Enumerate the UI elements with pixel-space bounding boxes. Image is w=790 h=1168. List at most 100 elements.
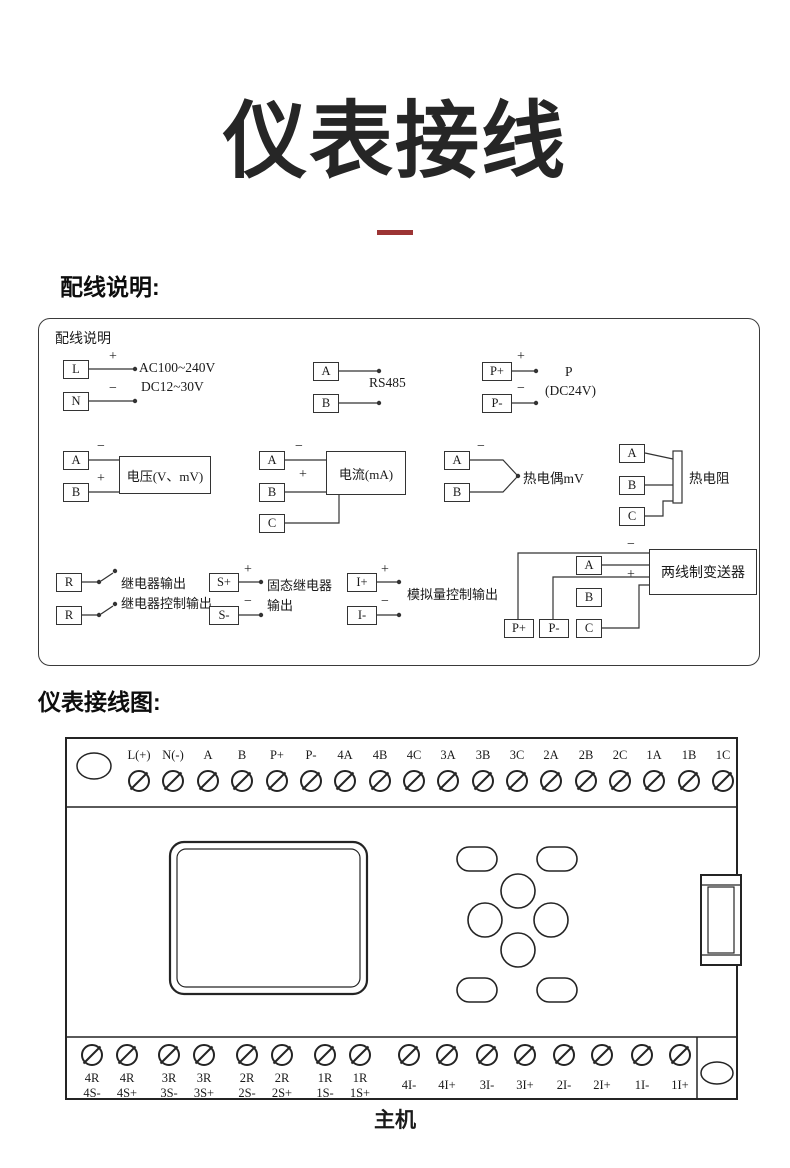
dc24-label-2: (DC24V) xyxy=(545,383,596,398)
screw-terminal-icon xyxy=(436,1044,458,1066)
button-right xyxy=(533,902,569,938)
terminal-A-tc: A xyxy=(444,451,470,470)
top-terminal: A xyxy=(190,748,226,792)
screw-terminal-icon xyxy=(158,1044,180,1066)
bottom-terminal: 1I- xyxy=(622,1044,662,1092)
rs485-wires xyxy=(339,370,379,404)
terminal-B-tc: B xyxy=(444,483,470,502)
load-voltage: 电压(V、mV) xyxy=(119,456,211,494)
terminal-label: 4S- xyxy=(83,1086,101,1100)
polarity-plus: + xyxy=(299,467,307,482)
terminal-label: 4I- xyxy=(401,1078,417,1092)
polarity-plus: + xyxy=(109,349,117,364)
screw-terminal-icon xyxy=(116,1044,138,1066)
side-connector xyxy=(700,874,742,966)
title-underline xyxy=(377,230,413,235)
screw-terminal-icon xyxy=(476,1044,498,1066)
terminal-label: 4R xyxy=(84,1071,100,1085)
display-screen xyxy=(168,840,369,996)
dc24-wires xyxy=(512,370,536,404)
screw-terminal-icon xyxy=(540,770,562,792)
terminal-A-voltage: A xyxy=(63,451,89,470)
wiring-heading: 配线说明: xyxy=(60,274,160,300)
terminal-label: N(-) xyxy=(162,748,184,762)
screw-terminal-icon xyxy=(314,1044,336,1066)
mounting-hole-bottom xyxy=(700,1061,734,1085)
terminal-label: 1I+ xyxy=(671,1078,689,1092)
relay-label-1: 继电器输出 xyxy=(121,576,187,591)
screw-terminal-icon xyxy=(398,1044,420,1066)
dc24-label-1: P xyxy=(565,364,573,379)
screw-terminal-icon xyxy=(369,770,391,792)
terminal-I-plus: I+ xyxy=(347,573,377,592)
button-top-left xyxy=(456,846,498,872)
button-up xyxy=(500,873,536,909)
device-panel: L(+) N(-) A B P+ P- 4A 4B 4C 3A 3B 3C 2A… xyxy=(65,737,742,1100)
terminal-label: 3R xyxy=(161,1071,177,1085)
terminal-label: 1I- xyxy=(634,1078,650,1092)
terminal-label: 2R xyxy=(239,1071,255,1085)
top-terminal: B xyxy=(224,748,260,792)
terminal-label: 2B xyxy=(578,748,594,762)
terminal-label: 2S- xyxy=(238,1086,256,1100)
polarity-plus: + xyxy=(381,562,389,577)
terminal-label: 2I+ xyxy=(593,1078,611,1092)
terminal-Pplus-transmitter: P+ xyxy=(504,619,534,638)
screw-terminal-icon xyxy=(669,1044,691,1066)
ssr-wires xyxy=(239,581,261,616)
screw-terminal-icon xyxy=(403,770,425,792)
device-caption: 主机 xyxy=(374,1108,416,1132)
screw-terminal-icon xyxy=(193,1044,215,1066)
bottom-terminal: 2I+ xyxy=(582,1044,622,1092)
mounting-hole-top xyxy=(76,752,112,780)
current-wires xyxy=(285,459,340,524)
top-terminal: P- xyxy=(293,748,329,792)
screw-terminal-icon xyxy=(266,770,288,792)
terminal-label: 3A xyxy=(440,748,456,762)
top-terminal: N(-) xyxy=(155,748,191,792)
terminal-P-plus: P+ xyxy=(482,362,512,381)
top-terminal: 4B xyxy=(362,748,398,792)
terminal-label: L(+) xyxy=(127,748,151,762)
terminal-A-current: A xyxy=(259,451,285,470)
top-terminal: 1A xyxy=(636,748,672,792)
terminal-label: 1A xyxy=(646,748,662,762)
analog-label: 模拟量控制输出 xyxy=(407,587,499,602)
terminal-label: 1R xyxy=(352,1071,368,1085)
terminal-L: L xyxy=(63,360,89,379)
screw-terminal-icon xyxy=(506,770,528,792)
polarity-minus: − xyxy=(244,594,252,609)
terminal-label: 2R xyxy=(274,1071,290,1085)
terminal-label: 4S+ xyxy=(116,1086,138,1100)
terminal-label: 3S- xyxy=(160,1086,178,1100)
terminal-label: 1S- xyxy=(316,1086,334,1100)
rtd-wires xyxy=(644,450,683,517)
terminal-label: 2S+ xyxy=(271,1086,293,1100)
polarity-minus: − xyxy=(97,439,105,454)
screw-terminal-icon xyxy=(231,770,253,792)
button-bottom-right xyxy=(536,977,578,1003)
screw-terminal-icon xyxy=(472,770,494,792)
screw-terminal-icon xyxy=(553,1044,575,1066)
terminal-label: 3S+ xyxy=(193,1086,215,1100)
terminal-A-rs485: A xyxy=(313,362,339,381)
diagram-heading: 仪表接线图: xyxy=(38,689,161,715)
terminal-B-current: B xyxy=(259,483,285,502)
screw-terminal-icon xyxy=(437,770,459,792)
bottom-terminal: 1I+ xyxy=(660,1044,700,1092)
power-text-1: AC100~240V xyxy=(139,360,216,375)
terminal-label: P- xyxy=(305,748,317,762)
terminal-N: N xyxy=(63,392,89,411)
screw-terminal-icon xyxy=(609,770,631,792)
screw-terminal-icon xyxy=(162,770,184,792)
terminal-label: 4R xyxy=(119,1071,135,1085)
polarity-plus: + xyxy=(517,349,525,364)
button-left xyxy=(467,902,503,938)
terminal-label: 3C xyxy=(509,748,525,762)
screw-terminal-icon xyxy=(300,770,322,792)
device-graphics xyxy=(67,752,742,1099)
